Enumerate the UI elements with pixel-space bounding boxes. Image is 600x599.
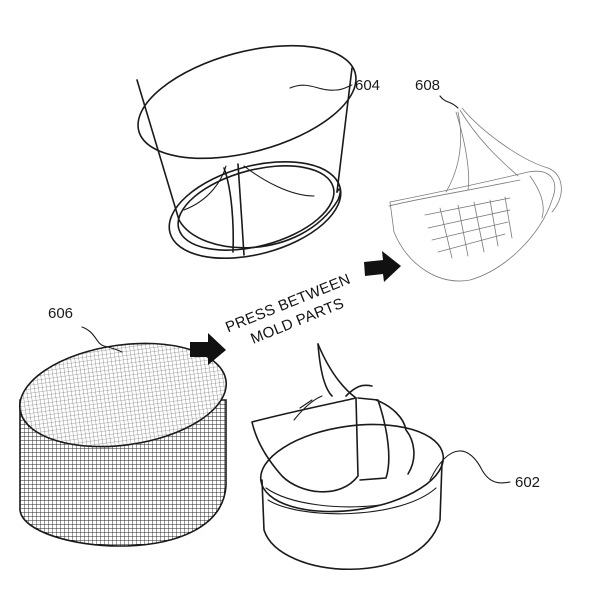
label-608: 608 [415,77,440,94]
label-604: 604 [355,77,380,94]
leaflet-608 [388,107,562,282]
fabric-cylinder-606 [18,342,228,547]
inner-mold-602 [251,343,445,570]
label-602: 602 [515,474,540,491]
leader-604 [289,84,353,91]
arrow-right-icon [364,251,401,282]
ring-mold-604 [136,44,357,260]
leader-608 [439,95,459,109]
arrow-right-icon [190,333,226,365]
label-606: 606 [48,305,73,322]
leader-606 [81,326,123,353]
leader-602 [429,450,511,484]
